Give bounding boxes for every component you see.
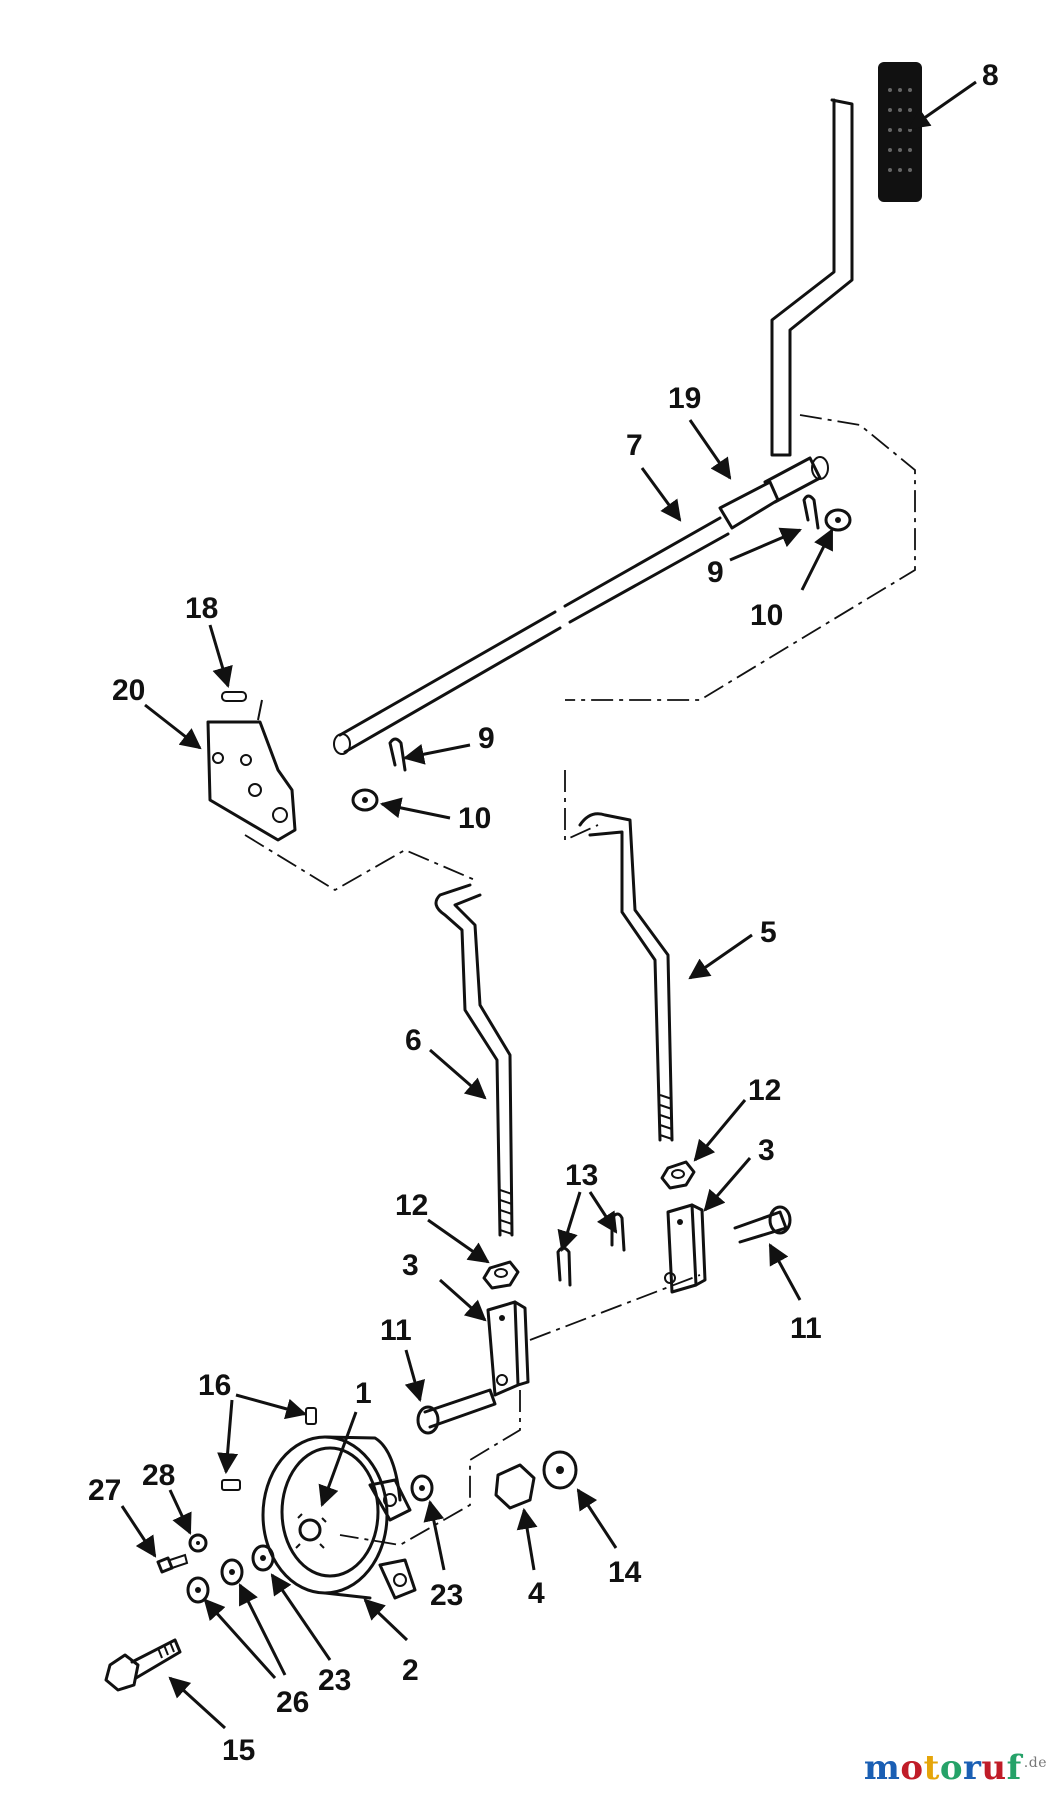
watermark-letter: o — [939, 1748, 963, 1788]
cotter-pin-upper — [802, 494, 820, 530]
nut-4 — [494, 1463, 536, 1510]
callout-11-right: 11 — [790, 1312, 822, 1345]
callout-12-left: 12 — [395, 1189, 428, 1222]
callout-23-left: 23 — [318, 1664, 351, 1697]
callouts: 8 19 7 9 10 18 20 9 10 5 6 12 3 13 12 3 … — [88, 59, 999, 1767]
callout-10-upper: 10 — [750, 599, 783, 632]
watermark-letter: o — [900, 1748, 924, 1788]
assembly-outline-lower — [339, 1390, 521, 1546]
callout-3-right: 3 — [758, 1134, 775, 1167]
watermark-letter: r — [963, 1748, 982, 1788]
callout-1: 1 — [355, 1377, 372, 1410]
cotter-pin-lower — [388, 737, 407, 772]
callout-15: 15 — [222, 1734, 255, 1767]
clevis-right — [664, 1203, 707, 1294]
hex-nut-left — [482, 1260, 520, 1290]
bolt-15 — [104, 1638, 182, 1692]
callout-2: 2 — [402, 1654, 419, 1687]
set-screw-a — [305, 1407, 317, 1425]
nut-28 — [188, 1533, 208, 1553]
hex-nut-right — [660, 1160, 696, 1190]
washer-26b — [186, 1576, 210, 1604]
washer-23-right — [410, 1474, 434, 1502]
assembly-outline-mid — [244, 834, 476, 892]
callout-7: 7 — [626, 429, 643, 462]
assembly-outline-right — [564, 770, 599, 842]
callout-23-right: 23 — [430, 1579, 463, 1612]
watermark-letter: u — [981, 1748, 1007, 1788]
callout-4: 4 — [528, 1577, 545, 1610]
callout-12-right: 12 — [748, 1074, 781, 1107]
callout-11-left: 11 — [380, 1314, 412, 1347]
pivot-bracket — [206, 699, 297, 842]
callout-10-lower: 10 — [458, 802, 491, 835]
callout-13: 13 — [565, 1159, 598, 1192]
control-rod-left — [434, 883, 514, 1237]
callout-27: 27 — [88, 1474, 121, 1507]
watermark-suffix: .de — [1023, 1754, 1047, 1771]
callout-19: 19 — [668, 382, 701, 415]
pedal-arm — [770, 98, 854, 457]
set-screw-b — [221, 1479, 241, 1491]
callout-6: 6 — [405, 1024, 422, 1057]
callout-9-upper: 9 — [707, 556, 724, 589]
roll-pin — [221, 691, 247, 702]
pulley — [261, 1435, 402, 1600]
screw-27 — [156, 1553, 189, 1574]
callout-5: 5 — [760, 916, 777, 949]
leader-arrows — [120, 80, 977, 1730]
watermark-letter: t — [923, 1748, 940, 1788]
callout-16: 16 — [198, 1369, 231, 1402]
watermark-text: motoruf — [864, 1748, 1022, 1788]
callout-3-left: 3 — [402, 1249, 419, 1282]
clevis-pin-left — [416, 1388, 497, 1435]
callout-8: 8 — [982, 59, 999, 92]
callout-9-lower: 9 — [478, 722, 495, 755]
pulley-arm — [368, 1478, 417, 1600]
cotter-pin-13a — [556, 1246, 572, 1287]
callout-18: 18 — [185, 592, 218, 625]
assembly-outline-upper — [565, 414, 916, 701]
washer-26a — [220, 1558, 244, 1586]
control-rod-right — [578, 812, 674, 1142]
pin-axis-line — [529, 1274, 701, 1341]
washer-23-left — [251, 1544, 275, 1572]
callout-28: 28 — [142, 1459, 175, 1492]
washer-lower — [351, 788, 379, 812]
cross-shaft — [333, 456, 829, 755]
clevis-left — [486, 1300, 530, 1397]
watermark-letter: m — [863, 1748, 901, 1788]
callout-26: 26 — [276, 1686, 309, 1719]
pedal-pad — [878, 62, 922, 202]
watermark-letter: f — [1006, 1748, 1022, 1788]
washer-14 — [542, 1450, 578, 1490]
washer-upper — [824, 508, 852, 532]
watermark: motoruf.de — [864, 1748, 1047, 1788]
clevis-pin-right — [733, 1205, 792, 1244]
callout-20: 20 — [112, 674, 145, 707]
cotter-pin-13b — [610, 1212, 626, 1252]
callout-14: 14 — [608, 1556, 642, 1589]
